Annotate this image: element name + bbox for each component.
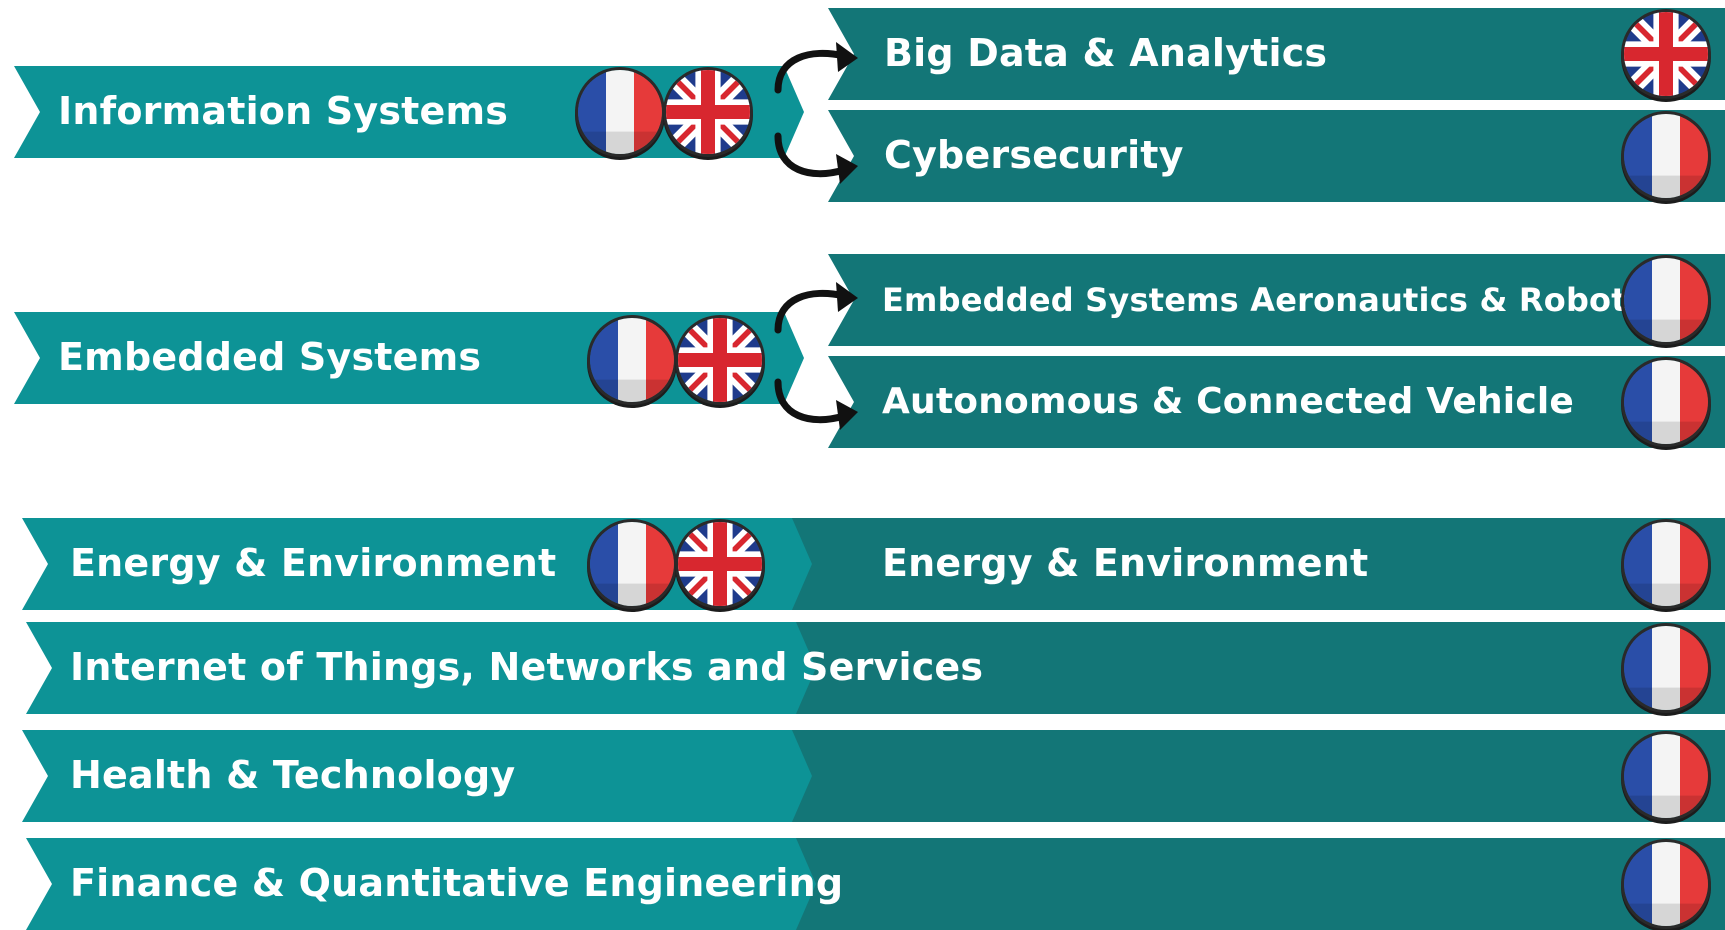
arrow-down-icon — [774, 132, 858, 184]
program-label: Health & Technology — [70, 753, 516, 797]
band-embedded-aero-robotics: Embedded Systems Aeronautics & Robotics — [828, 254, 1725, 346]
band-shape — [26, 622, 816, 714]
band-shape — [780, 518, 1725, 610]
arrow-down-icon — [774, 378, 858, 430]
band-shape — [780, 838, 1725, 930]
specialization-label: Cybersecurity — [884, 133, 1184, 177]
program-label: Finance & Quantitative Engineering — [70, 861, 844, 905]
france-flag-icon — [1624, 734, 1708, 818]
france-flag-icon — [1624, 842, 1708, 926]
uk-flag-icon — [678, 522, 762, 606]
band-shape — [26, 838, 816, 930]
uk-flag-icon — [678, 318, 762, 402]
france-flag-icon — [1624, 360, 1708, 444]
band-finance-quant: Finance & Quantitative Engineering — [26, 838, 843, 930]
band-autonomous-vehicle: Autonomous & Connected Vehicle — [828, 356, 1725, 448]
france-flag-icon — [578, 70, 662, 154]
band-iot-right — [780, 622, 1725, 714]
france-flag-icon — [1624, 114, 1708, 198]
program-label: Energy & Environment — [70, 541, 557, 585]
band-big-data-analytics: Big Data & Analytics — [828, 8, 1725, 100]
band-shape — [828, 8, 1725, 100]
band-shape — [22, 730, 812, 822]
specialization-label: Embedded Systems Aeronautics & Robotics — [882, 281, 1677, 319]
band-iot-networks: Internet of Things, Networks and Service… — [26, 622, 983, 714]
band-shape — [828, 110, 1725, 202]
arrow-up-icon — [774, 42, 858, 94]
france-flag-icon — [590, 318, 674, 402]
band-health-technology: Health & Technology — [22, 730, 812, 822]
specialization-label: Autonomous & Connected Vehicle — [882, 381, 1575, 422]
uk-flag-icon — [1624, 12, 1708, 96]
france-flag-icon — [590, 522, 674, 606]
france-flag-icon — [1624, 522, 1708, 606]
band-finance-right — [780, 838, 1725, 930]
band-shape — [780, 622, 1725, 714]
band-shape — [828, 356, 1725, 448]
uk-flag-icon — [666, 70, 750, 154]
band-cybersecurity: Cybersecurity — [828, 110, 1725, 202]
program-label: Information Systems — [58, 89, 509, 133]
france-flag-icon — [1624, 626, 1708, 710]
specialization-label: Big Data & Analytics — [884, 31, 1328, 75]
band-health-right — [780, 730, 1725, 822]
band-shape — [828, 254, 1725, 346]
france-flag-icon — [1624, 258, 1708, 342]
band-energy-environment-right: Energy & Environment — [780, 518, 1725, 610]
band-shape — [780, 730, 1725, 822]
program-label: Embedded Systems — [58, 335, 482, 379]
arrow-up-icon — [774, 282, 858, 334]
program-label: Internet of Things, Networks and Service… — [70, 645, 984, 689]
specialization-label: Energy & Environment — [882, 541, 1369, 585]
